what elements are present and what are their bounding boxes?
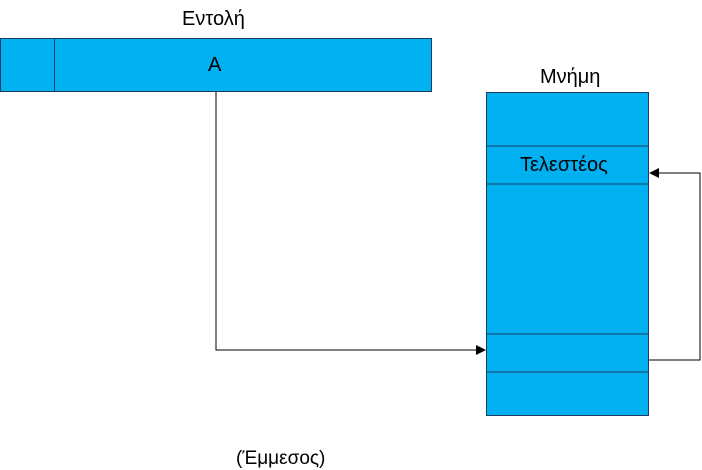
memory-operand-label: Τελεστέος [520,154,608,176]
address-pointer-arrow [215,92,486,355]
instruction-title: Εντολή [182,8,245,30]
instruction-address-label: A [208,54,222,76]
instruction-address-field [54,38,432,92]
diagram-caption: (Έμμεσος) [236,448,326,469]
indirect-pointer-arrow [649,168,701,361]
memory-title: Μνήμη [540,66,601,88]
